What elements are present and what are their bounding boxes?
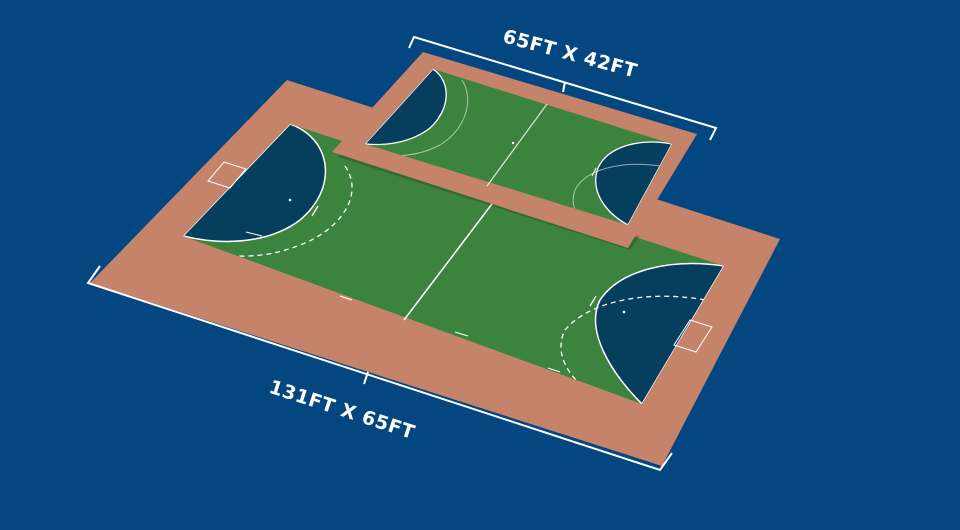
large-court-right-goal — [673, 319, 713, 353]
large-court-left-goal — [207, 161, 247, 189]
large-court-dimension-line — [86, 265, 673, 472]
large-court-right-goal-area — [594, 262, 724, 404]
small-court-left-goal-area — [365, 69, 447, 146]
large-court-goal-mark — [589, 295, 597, 307]
small-court-goal-mark — [591, 167, 597, 177]
small-court-dimension-line — [408, 35, 718, 141]
large-court-center-line — [403, 195, 499, 321]
large-court-goal-mark — [311, 205, 319, 217]
large-court-sideline-mark — [339, 295, 353, 301]
large-court-penalty-mark — [288, 198, 292, 202]
large-court-left-free-throw-line — [224, 165, 353, 257]
large-court-sideline-mark — [454, 331, 469, 337]
large-court-sideline-mark — [245, 231, 263, 237]
large-court-left-goal-area — [183, 124, 327, 243]
small-court-left-free-throw-line — [391, 79, 469, 157]
large-court-right-free-throw-line — [560, 295, 706, 385]
small-court-penalty-mark — [511, 141, 515, 145]
large-court-penalty-mark — [622, 310, 626, 314]
small-court-center-line — [486, 103, 548, 187]
small-court-right-goal-area — [595, 141, 672, 225]
large-court-sideline-mark — [547, 367, 561, 373]
large-court: 131FT X 65FT — [86, 80, 780, 472]
small-court-goal-mark — [437, 111, 443, 119]
